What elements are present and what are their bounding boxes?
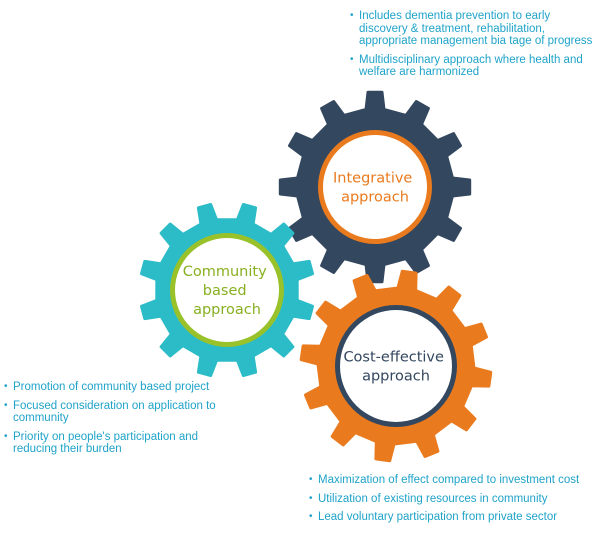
gear-cost-effective: Cost-effective approach: [299, 269, 493, 463]
gear-community: Community based approach: [140, 203, 314, 377]
gear-cost-effective-label: Cost-effective approach: [343, 350, 448, 385]
bullet-item: Includes dementia prevention to early di…: [350, 10, 598, 48]
bullet-item: Promotion of community based project: [4, 381, 234, 394]
gear-integrative: Integrative approach: [278, 90, 472, 284]
bullet-item: Lead voluntary participation from privat…: [309, 511, 594, 524]
gear-integrative-label: Integrative approach: [333, 171, 417, 206]
gear-cost-effective-hub: [340, 310, 452, 422]
gear-community-label-line: Community: [183, 264, 267, 280]
bullet-item: Maximization of effect compared to inves…: [309, 474, 594, 487]
gear-cost-effective-label-line: approach: [362, 369, 430, 385]
gear-integrative-hub: [323, 135, 427, 239]
gear-integrative-label-line: approach: [341, 190, 409, 206]
gear-integrative-label-line: Integrative: [333, 171, 412, 187]
gear-cost-effective-label-line: Cost-effective: [343, 350, 444, 366]
bullet-item: Focused consideration on application to …: [4, 400, 234, 425]
gear-community-label-line: based: [203, 283, 247, 299]
bullet-item: Utilization of existing resources in com…: [309, 493, 594, 506]
bullet-item: Multidisciplinary approach where health …: [350, 54, 598, 79]
cost-effective-bullet-list: Maximization of effect compared to inves…: [309, 474, 594, 530]
gear-community-hub: [175, 238, 279, 342]
gear-community-label-line: approach: [193, 302, 261, 318]
community-bullet-list: Promotion of community based project Foc…: [4, 381, 234, 462]
gear-community-label: Community based approach: [183, 264, 272, 318]
integrative-bullet-list: Includes dementia prevention to early di…: [350, 10, 598, 85]
bullet-item: Priority on people's participation and r…: [4, 431, 234, 456]
